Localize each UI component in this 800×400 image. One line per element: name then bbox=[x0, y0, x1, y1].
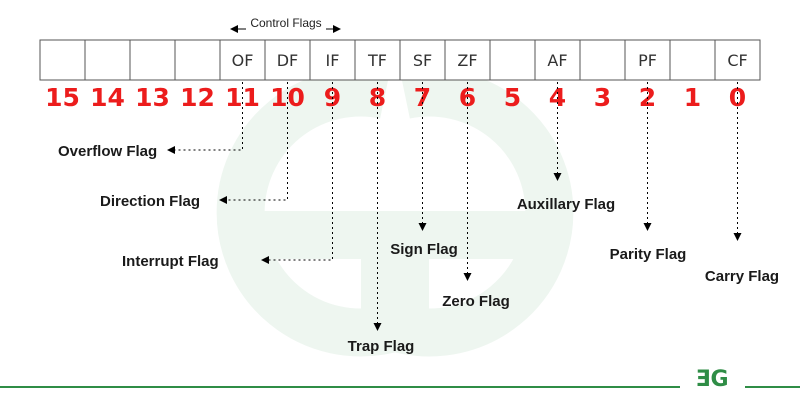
register-cell-bit-9 bbox=[309, 39, 356, 81]
register-cell-bit-8 bbox=[354, 39, 401, 81]
flag-cell-df: DF bbox=[277, 51, 299, 70]
label-pf: Parity Flag bbox=[610, 246, 687, 263]
flag-cell-cf: CF bbox=[727, 51, 747, 70]
register-cell-bit-12 bbox=[174, 39, 221, 81]
register-cell-bit-7 bbox=[399, 39, 446, 81]
label-of: Overflow Flag bbox=[58, 143, 157, 160]
register-cell-bit-6 bbox=[444, 39, 491, 81]
register-cell-bit-5 bbox=[489, 39, 536, 81]
register-cell-bit-4 bbox=[534, 39, 581, 81]
label-sf: Sign Flag bbox=[390, 241, 458, 258]
register-cell-bit-3 bbox=[579, 39, 626, 81]
footer: ƎG bbox=[0, 367, 800, 392]
bit-number-5: 5 bbox=[504, 83, 521, 112]
label-if: Interrupt Flag bbox=[122, 253, 219, 270]
register-cell-bit-14 bbox=[84, 39, 131, 81]
register-cell-bit-15 bbox=[39, 39, 86, 81]
flag-cell-zf: ZF bbox=[457, 51, 477, 70]
bit-number-3: 3 bbox=[594, 83, 611, 112]
control-flags-label: Control Flags bbox=[250, 16, 321, 30]
register-cell-bit-13 bbox=[129, 39, 176, 81]
label-cf: Carry Flag bbox=[705, 268, 779, 285]
flag-cell-if: IF bbox=[326, 51, 340, 70]
label-zf: Zero Flag bbox=[442, 293, 510, 310]
flag-arrows bbox=[167, 82, 742, 331]
bit-number-15: 15 bbox=[45, 83, 80, 112]
flag-cell-tf: TF bbox=[367, 51, 387, 70]
label-af: Auxillary Flag bbox=[517, 196, 615, 213]
flag-cell-sf: SF bbox=[413, 51, 432, 70]
flag-cell-pf: PF bbox=[638, 51, 657, 70]
arrow-if bbox=[261, 82, 333, 264]
register-cell-bit-2 bbox=[624, 39, 671, 81]
bit-number-14: 14 bbox=[90, 83, 125, 112]
register-cell-bit-11 bbox=[219, 39, 266, 81]
label-tf: Trap Flag bbox=[348, 338, 415, 355]
brand-logo: ƎG bbox=[695, 367, 728, 392]
control-flags-group: Control Flags bbox=[230, 16, 341, 33]
register-cells: OF DF IF TF SF ZF AF PF CF bbox=[39, 39, 761, 81]
flag-cell-of: OF bbox=[232, 51, 254, 70]
bit-number-12: 12 bbox=[180, 83, 215, 112]
bit-number-13: 13 bbox=[135, 83, 170, 112]
watermark-logo bbox=[216, 68, 574, 357]
register-cell-bit-1 bbox=[669, 39, 716, 81]
register-cell-bit-0 bbox=[714, 39, 761, 81]
bit-number-1: 1 bbox=[684, 83, 701, 112]
flag-cell-af: AF bbox=[547, 51, 567, 70]
label-df: Direction Flag bbox=[100, 193, 200, 210]
